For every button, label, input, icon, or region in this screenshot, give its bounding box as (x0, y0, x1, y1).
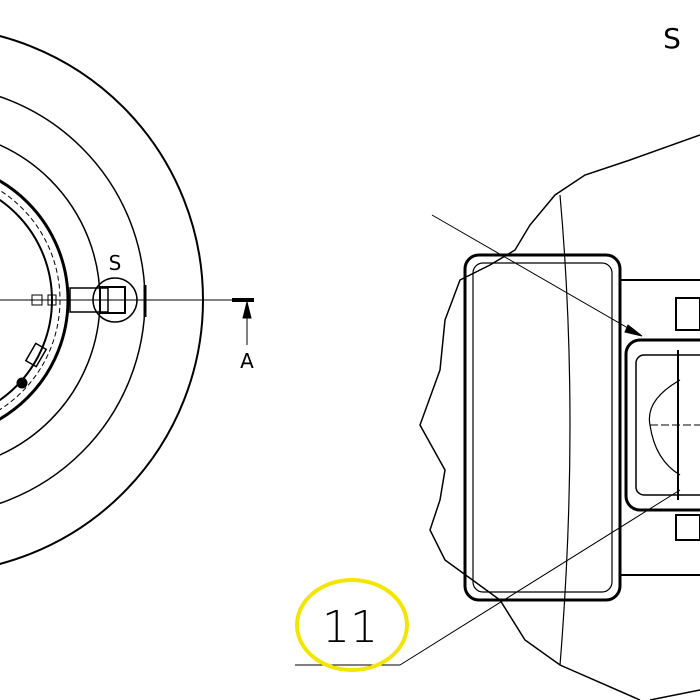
detail-title: S (663, 22, 681, 55)
callout-leader (399, 489, 681, 666)
wheel-view (0, 35, 254, 565)
frame-inner (472, 262, 613, 593)
broken-outline (419, 134, 700, 700)
curve (559, 194, 571, 666)
fitting-dot (16, 377, 28, 389)
section-arrow-head (242, 301, 252, 319)
arc (648, 379, 681, 476)
nut-bottom (675, 514, 700, 541)
callout-number: 11 (322, 602, 378, 653)
callout-highlight (295, 578, 409, 672)
frame-outer (463, 253, 622, 602)
clamp-outer (624, 338, 700, 512)
small-part (31, 294, 43, 306)
fitting (24, 342, 48, 368)
detail-marker-label: S (109, 251, 122, 275)
nut-top (675, 297, 700, 331)
small-part (47, 294, 57, 306)
section-marker-label: A (240, 349, 254, 373)
leader-line (431, 214, 641, 336)
clamp-inner (635, 354, 700, 496)
leader-arrow-head (624, 324, 643, 337)
clamp (99, 286, 126, 314)
bracket-arm (69, 287, 109, 313)
detail-view (295, 134, 700, 700)
detail-circle (92, 277, 138, 323)
